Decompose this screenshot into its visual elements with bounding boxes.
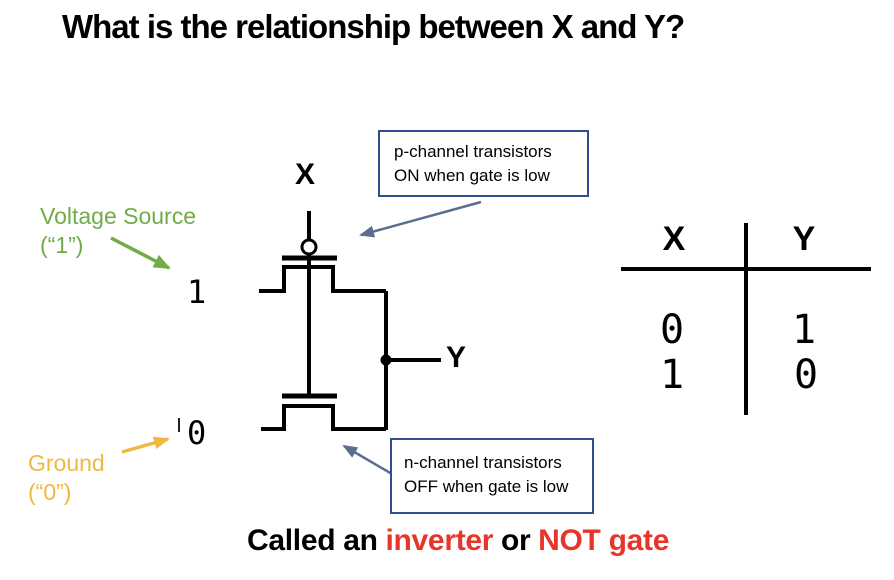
truth-table-cell-x0: 0 xyxy=(659,307,685,353)
p-channel-callout: p-channel transistors ON when gate is lo… xyxy=(378,130,589,197)
page-title: What is the relationship between X and Y… xyxy=(62,8,685,45)
ground-arrow xyxy=(121,436,170,454)
pmos-bubble-icon xyxy=(300,238,318,256)
truth-table-header-x: X xyxy=(662,220,686,258)
caption-called-an: Called an xyxy=(247,524,378,557)
output-node-dot xyxy=(380,354,392,366)
p-channel-callout-line1: p-channel transistors xyxy=(394,142,552,161)
ground-label: Ground (“0”) xyxy=(28,449,105,507)
truth-table-header-y: Y xyxy=(792,220,816,258)
voltage-source-arrow xyxy=(110,236,171,270)
p-channel-callout-line2: ON when gate is low xyxy=(394,165,550,185)
truth-table-cell-y1: 1 xyxy=(791,307,817,353)
n-callout-arrow xyxy=(342,444,393,476)
caption-not-gate: NOT gate xyxy=(538,524,670,557)
truth-table-vertical-rule xyxy=(744,223,748,415)
vdd-rail-value: 1 xyxy=(187,273,207,311)
nmos-channel xyxy=(261,404,386,431)
caption-or: or xyxy=(500,524,531,557)
voltage-source-label-line1: Voltage Source xyxy=(40,203,197,229)
p-callout-arrow xyxy=(359,200,482,238)
output-y-label: Y xyxy=(446,341,467,374)
voltage-source-label: Voltage Source (“1”) xyxy=(40,202,196,260)
pmos-channel xyxy=(259,265,386,293)
n-channel-callout-line2: OFF when gate is low xyxy=(404,476,569,496)
truth-table-cell-y0: 0 xyxy=(793,352,819,398)
truth-table-cell-x1: 1 xyxy=(659,352,685,398)
inverter-wires xyxy=(178,211,441,432)
input-x-label: X xyxy=(294,158,315,191)
n-channel-callout-line1: n-channel transistors xyxy=(404,453,562,472)
ground-rail-value: 0 xyxy=(187,414,207,452)
n-channel-callout: n-channel transistors OFF when gate is l… xyxy=(390,438,594,514)
ground-label-line2: (“0”) xyxy=(28,479,72,505)
voltage-source-label-line2: (“1”) xyxy=(40,232,84,258)
ground-label-line1: Ground xyxy=(28,450,105,476)
caption-inverter: inverter xyxy=(385,524,494,557)
